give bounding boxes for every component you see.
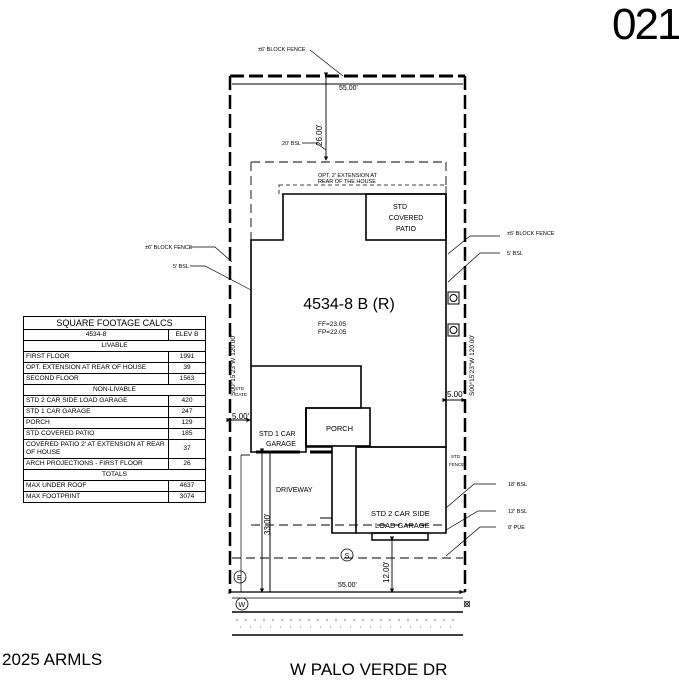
driveway-edge — [240, 452, 333, 592]
street-name: W PALO VERDE DR — [290, 660, 448, 679]
two-car-garage-label-2: LOAD GARAGE — [375, 521, 430, 530]
driveway-label: DRIVEWAY — [276, 487, 313, 494]
house-model: 4534-8 B (R) — [303, 296, 395, 313]
row-value: 129 — [168, 417, 206, 429]
finished-floor: FF=23.05 — [318, 321, 346, 328]
std-fence-label-2: FENCE — [449, 462, 464, 467]
copyright-watermark: 2025 ARMLS — [2, 650, 103, 669]
row-value: 37 — [168, 439, 206, 459]
two-car-garage-label: STD 2 CAR SIDE — [371, 509, 430, 518]
gate-label-1: STD — [235, 386, 245, 391]
row-label: PORCH — [23, 417, 169, 429]
row-label: MAX FOOTPRINT — [23, 491, 169, 503]
garage-setback-dimension: 12.00' — [382, 561, 391, 583]
lot-number: 021 — [612, 0, 679, 49]
block-fence-top-label: ±6' BLOCK FENCE — [258, 47, 306, 53]
finished-pad: FP=22.05 — [318, 329, 347, 336]
bsl-18-label: 18' BSL — [508, 482, 527, 488]
bsl-12-label: 12' BSL — [508, 509, 527, 515]
gate-label-2: GATE — [235, 392, 247, 397]
row-label: SECOND FLOOR — [23, 373, 169, 385]
table-section-totals: TOTALS — [23, 469, 206, 481]
row-label: OPT. EXTENSION AT REAR OF HOUSE — [23, 362, 169, 374]
row-label: MAX UNDER ROOF — [23, 480, 169, 492]
sewer-symbol: S — [345, 553, 350, 560]
patio-label-2: COVERED — [389, 215, 424, 222]
row-value: 39 — [168, 362, 206, 374]
block-fence-left-label: ±6' BLOCK FENCE — [145, 245, 193, 251]
side-dimension-right: 5.00' — [447, 390, 465, 399]
patio-label-3: PATIO — [396, 226, 417, 233]
row-value: 3074 — [168, 491, 206, 503]
std-fence-label-1: STD — [451, 454, 461, 459]
table-header-model: 4534-8 — [23, 329, 169, 341]
table-title: SQUARE FOOTAGE CALCS — [23, 316, 206, 330]
width-dimension-top: 55.00' — [339, 85, 358, 92]
row-value: 185 — [168, 428, 206, 440]
patio-label-1: STD — [393, 204, 407, 211]
side-bsl-right-label: 5' BSL — [507, 251, 523, 257]
row-label: STD 1 CAR GARAGE — [23, 406, 169, 418]
one-car-garage-label: STD 1 CAR — [259, 431, 296, 438]
opt-extension-label-2: REAR OF THE HOUSE — [318, 179, 376, 185]
row-label: STD COVERED PATIO — [23, 428, 169, 440]
row-value: 4637 — [168, 480, 206, 492]
row-label: ARCH PROJECTIONS - FIRST FLOOR — [23, 458, 169, 470]
row-value: 1991 — [168, 351, 206, 363]
table-row: COVERED PATIO 2' AT EXTENSION AT REAR OF… — [23, 439, 206, 459]
row-value: 1563 — [168, 373, 206, 385]
side-dimension-left: 5.00' — [232, 412, 250, 421]
front-setback-dimension: 33.00' — [263, 513, 272, 535]
house-footprint — [250, 193, 447, 534]
side-bsl-left-label: 5' BSL — [173, 264, 189, 270]
row-label: COVERED PATIO 2' AT EXTENSION AT REAR OF… — [23, 439, 169, 459]
one-car-garage-label-2: GARAGE — [266, 441, 296, 448]
row-value: 420 — [168, 395, 206, 407]
row-label: FIRST FLOOR — [23, 351, 169, 363]
table-header-elev: ELEV B — [168, 329, 206, 341]
opt-extension-label: OPT. 2' EXTENSION AT — [318, 173, 378, 179]
row-value: 247 — [168, 406, 206, 418]
row-label: STD 2 CAR SIDE LOAD GARAGE — [23, 395, 169, 407]
setback-lines — [232, 161, 463, 559]
left-bearing: S00°15'23"W 120.00' — [229, 335, 237, 396]
pue-label: 8' PUE — [508, 525, 525, 531]
block-fence-right-label: ±6' BLOCK FENCE — [507, 231, 555, 237]
row-value: 26 — [168, 458, 206, 470]
rear-setback-dimension: 26.00' — [315, 124, 324, 146]
ac-units — [447, 291, 460, 337]
width-dimension-bottom: 55.00' — [338, 582, 357, 589]
electric-symbol: E — [237, 575, 242, 582]
water-symbol: W — [239, 602, 246, 609]
table-section-livable: LIVABLE — [23, 340, 206, 352]
right-bearing: S00°15'23"W 120.00' — [468, 335, 476, 396]
rear-bsl-label: 20' BSL — [282, 141, 301, 147]
sidewalk — [232, 597, 463, 636]
table-section-nonlivable: NON-LIVABLE — [23, 384, 206, 396]
porch-label: PORCH — [326, 424, 353, 433]
